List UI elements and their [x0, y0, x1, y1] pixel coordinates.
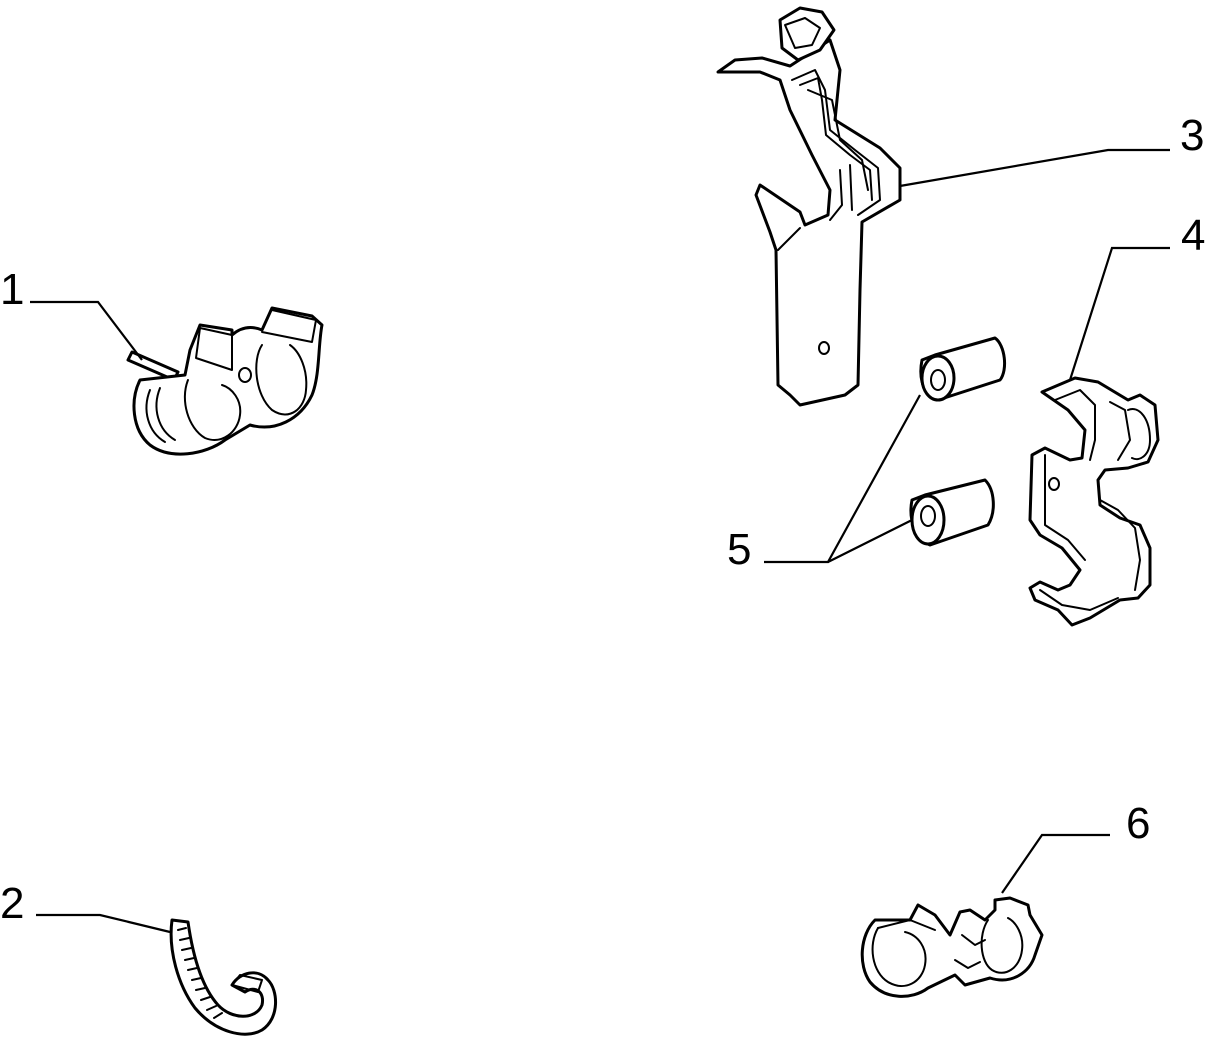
part-4-double-clamp — [1028, 376, 1160, 627]
part-2-cable-tie — [169, 918, 277, 1036]
callout-6: 6 — [1126, 799, 1151, 848]
callout-4: 4 — [1181, 211, 1206, 260]
leader-4 — [1068, 246, 1170, 381]
leader-5b — [827, 519, 913, 563]
callout-1: 1 — [0, 265, 25, 314]
callout-3: 3 — [1180, 111, 1205, 160]
leader-2 — [36, 913, 171, 934]
part-6-twin-clip — [860, 896, 1044, 998]
part-5-bushing-upper — [919, 336, 1007, 402]
leader-6 — [1001, 833, 1110, 894]
leader-3 — [899, 148, 1170, 188]
callout-2: 2 — [0, 879, 25, 928]
leader-5 — [764, 394, 921, 564]
part-3-bracket — [716, 6, 902, 407]
part-1-clip — [126, 306, 324, 456]
callout-5: 5 — [727, 525, 752, 574]
leader-1 — [30, 300, 143, 361]
part-5-bushing-lower — [909, 478, 995, 547]
